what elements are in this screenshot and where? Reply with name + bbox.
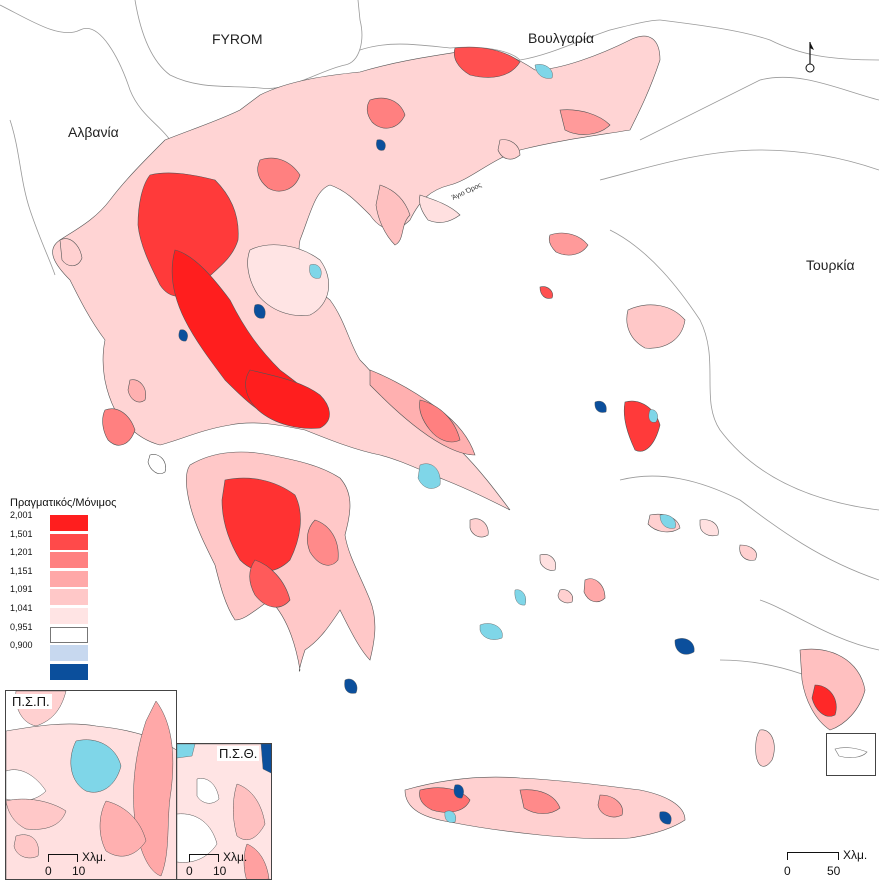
legend-title: Πραγματικός/Μόνιμος xyxy=(10,497,117,509)
label-turkey: Τουρκία xyxy=(806,257,855,273)
locator-inset xyxy=(826,733,876,776)
main-scale-value: 50 xyxy=(827,864,841,878)
inset-thessaloniki-scale-zero: 0 xyxy=(186,864,193,878)
inset-thessaloniki-title: Π.Σ.Θ. xyxy=(217,746,260,761)
inset-athens-scale-unit: Χλμ. xyxy=(82,850,107,864)
legend-class: 1,041 xyxy=(10,603,110,626)
legend-class: 1,151 xyxy=(10,566,110,589)
inset-thessaloniki-map xyxy=(177,744,271,879)
main-scale-zero: 0 xyxy=(784,864,791,878)
legend-class-label: 1,151 xyxy=(10,565,33,576)
legend-class: 1,091 xyxy=(10,584,110,607)
low-ratio-areas xyxy=(178,64,695,825)
legend-class-label: 2,001 xyxy=(10,510,33,520)
inset-thessaloniki-scale-value: 10 xyxy=(213,864,227,878)
label-fyrom: FYROM xyxy=(212,31,263,47)
label-albania: Αλβανία xyxy=(68,124,119,140)
legend-class-label: 1,091 xyxy=(10,584,33,595)
inset-athens-title: Π.Σ.Π. xyxy=(10,694,52,709)
legend-class-swatch xyxy=(50,552,88,569)
legend-class-swatch xyxy=(50,533,88,550)
legend-class-swatch xyxy=(50,663,88,680)
legend-class-swatch xyxy=(50,570,88,587)
legend-class-swatch xyxy=(50,589,88,606)
legend-class xyxy=(10,663,110,682)
legend-class-swatch xyxy=(50,608,88,624)
inset-athens-map xyxy=(6,691,176,879)
greek-territory xyxy=(52,35,866,840)
athos-label: Άγιο Όρος xyxy=(451,182,484,202)
legend-class-swatch xyxy=(50,626,88,643)
label-bulgaria: Βουλγαρία xyxy=(528,30,595,46)
legend-class: 1,501 xyxy=(10,529,110,552)
inset-athens-scale-zero: 0 xyxy=(45,864,52,878)
legend-class-label: 0,951 xyxy=(10,621,33,632)
north-arrow-icon xyxy=(805,42,815,73)
neighbour-borders xyxy=(0,0,879,691)
legend-class-label: 1,041 xyxy=(10,603,33,613)
locator-inset-map xyxy=(834,747,868,758)
legend-class: 1,201 xyxy=(10,547,110,570)
legend-class-label: 0,900 xyxy=(10,640,33,651)
legend-class-swatch xyxy=(50,645,88,662)
legend-class-label: 1,501 xyxy=(10,528,33,539)
legend-class: 0,900 xyxy=(10,640,110,663)
legend-class-swatch xyxy=(50,515,88,531)
inset-thessaloniki-scale-unit: Χλμ. xyxy=(223,850,248,864)
inset-athens-scale-value: 10 xyxy=(72,864,86,878)
legend-class: 0,951 xyxy=(10,622,110,645)
legend-class: 2,001 xyxy=(10,510,110,533)
main-scale-unit: Χλμ. xyxy=(843,848,868,862)
inset-thessaloniki: Π.Σ.Θ. Χλμ. 0 10 xyxy=(176,743,272,880)
inset-athens: Π.Σ.Π. Χλμ. 0 10 xyxy=(5,690,177,880)
legend-class-label: 1,201 xyxy=(10,547,33,558)
